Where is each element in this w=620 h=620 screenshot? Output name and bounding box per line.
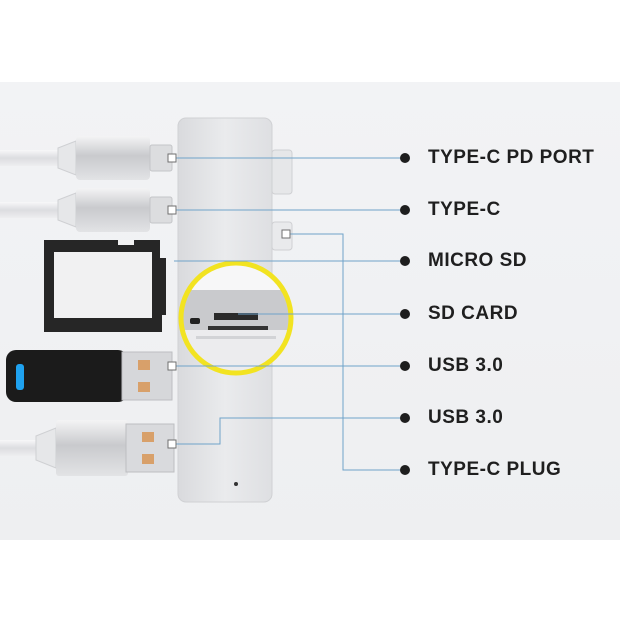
magnifier-callout-icon [178, 260, 294, 376]
label-dot [400, 361, 410, 371]
label-dot [400, 413, 410, 423]
label-type-c-plug: TYPE-C PLUG [428, 459, 562, 480]
label-micro-sd: MICRO SD [428, 250, 527, 271]
label-dot [400, 153, 410, 163]
usb-c-cable-icon [0, 136, 173, 180]
usb-a-cable-icon [0, 420, 175, 476]
label-type-c: TYPE-C [428, 199, 501, 220]
usb-flash-drive-icon [6, 350, 173, 402]
leader-lines [172, 157, 405, 471]
label-type-c-pd-port: TYPE-C PD PORT [428, 147, 595, 168]
label-dot [400, 256, 410, 266]
sd-card-icon [44, 240, 166, 332]
label-dot [400, 309, 410, 319]
label-dot [400, 205, 410, 215]
usb-c-cable-icon [0, 188, 173, 232]
type-c-plug [271, 149, 293, 195]
led-indicator [234, 482, 238, 486]
label-dot [400, 465, 410, 475]
label-usb-3-0-second: USB 3.0 [428, 407, 504, 428]
label-usb-3-0-first: USB 3.0 [428, 355, 504, 376]
port-markers [167, 153, 291, 449]
label-sd-card: SD CARD [428, 303, 519, 324]
